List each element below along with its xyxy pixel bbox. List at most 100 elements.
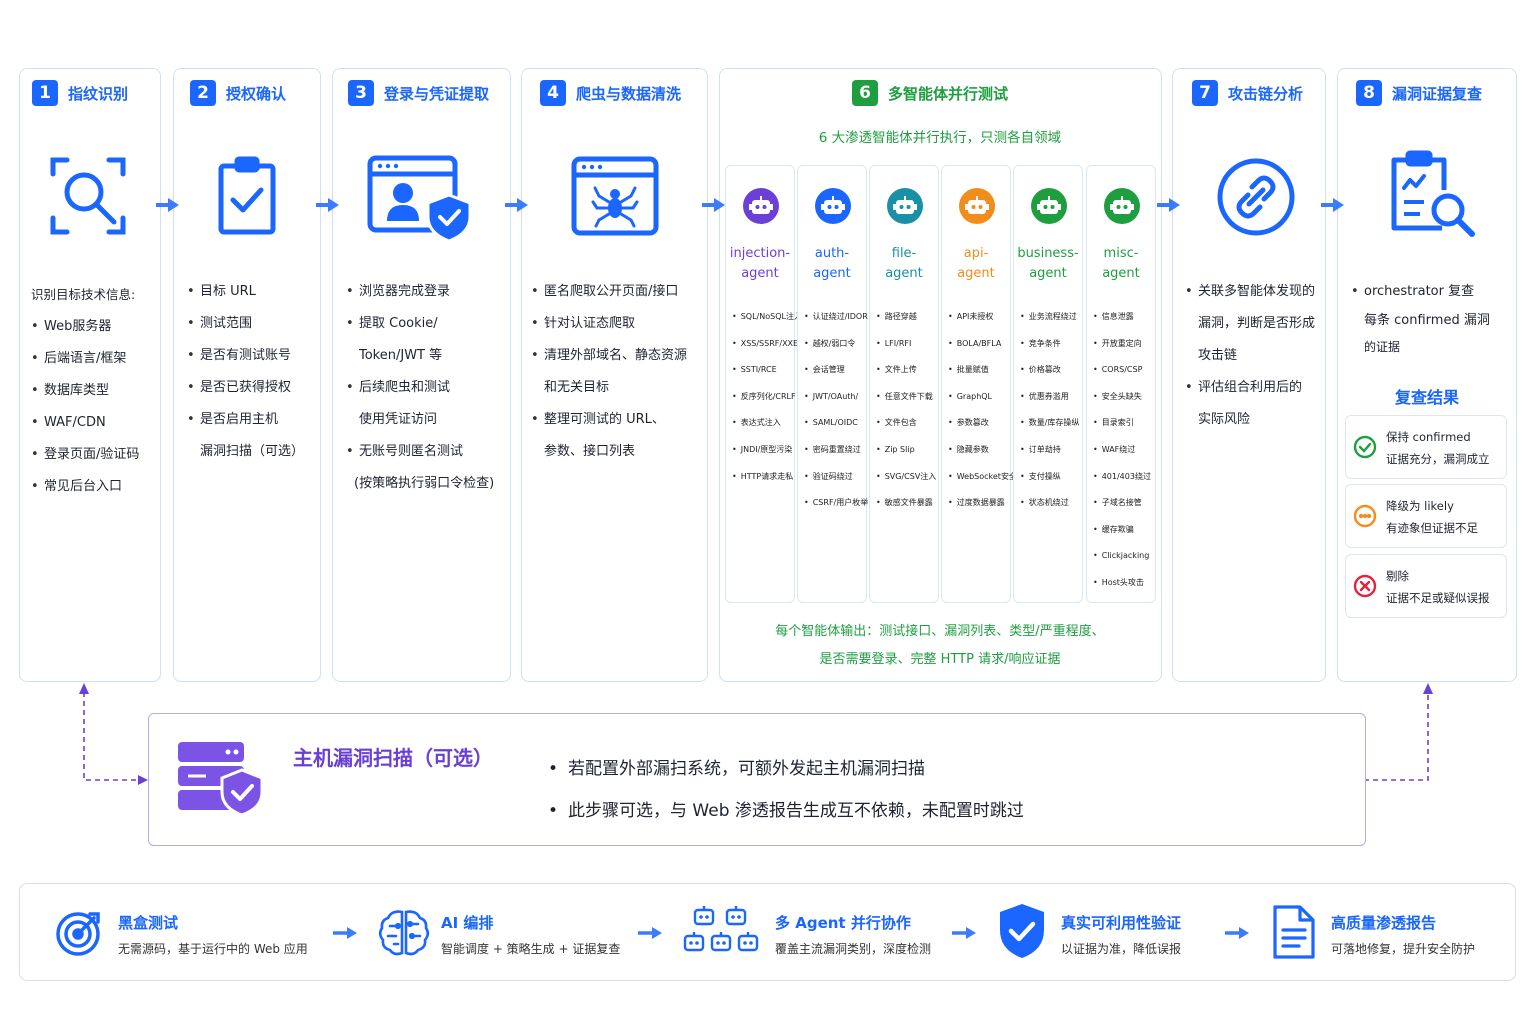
agent-name-line: agent [1029,266,1067,281]
step-number: 3 [348,80,374,106]
check-circle-icon [1353,435,1377,459]
list-item: 竞争条件 [1020,331,1079,358]
feature-desc: 可落地修复，提升安全防护 [1331,942,1476,956]
scan-search-icon [48,154,128,238]
list-item: WebSocket安全 [948,464,1017,491]
flow-arrow-icon [952,927,976,939]
list-item: API未授权 [948,304,1017,331]
step-title: 攻击链分析 [1228,84,1304,103]
flow-arrow-icon [156,198,179,212]
list-item: 提取 Cookie/ [346,308,494,340]
list-item: 批量赋值 [948,357,1017,384]
list-item: 信息泄露 [1093,304,1151,331]
agent-items: 认证绕过/IDOR 越权/弱口令 会话管理 JWT/OAuth/ SAML/OI… [804,304,869,517]
evidence-review-icon [1388,148,1478,240]
feature-title: 黑盒测试 [118,914,179,932]
robot-icon [959,188,995,224]
agent-name-line: auth- [814,246,850,261]
list-item: 子域名接管 [1093,490,1151,517]
result-label: 保持 confirmed [1386,430,1471,444]
ai-brain-icon [378,910,430,956]
document-icon [1273,905,1315,959]
list-item: 订单劫持 [1020,437,1079,464]
list-item: 针对认证态爬取 [531,308,687,340]
list-item: 清理外部域名、静态资源 [531,340,687,372]
step-title: 爬虫与数据清洗 [576,84,682,103]
list-item: 无账号则匿名测试 [346,436,494,468]
step-1-intro: 识别目标技术信息: [31,287,136,302]
list-item: 评估组合利用后的 [1185,372,1315,404]
agent-name: misc- agent [1087,244,1155,284]
list-item: 反序列化/CRLF [732,384,802,411]
list-item: 会话管理 [804,357,868,384]
list-item: 业务流程绕过 [1020,304,1079,331]
list-item: 支付操纵 [1020,464,1079,491]
step-number: 8 [1356,80,1382,106]
clipboard-check-icon [216,154,278,238]
step-title: 多智能体并行测试 [888,84,1009,103]
flow-arrow-icon [1157,198,1180,212]
list-item: JWT/OAuth/ [804,384,868,411]
link-chain-icon [1216,157,1296,237]
list-item: 表达式注入 [732,410,802,437]
list-item: 漏洞，判断是否形成 [1198,316,1316,331]
list-item: 过度数据暴露 [948,490,1017,517]
list-item: LFI/RFI [876,331,936,358]
step-header-4: 4 爬虫与数据清洗 [540,80,681,106]
agent-items: 路径穿越 LFI/RFI 文件上传 任意文件下载 文件包含 Zip Slip S… [876,304,937,517]
agent-name-line: agent [885,266,923,281]
agent-name: api- agent [942,244,1010,284]
list-item: 文件包含 [876,410,936,437]
result-removed: 剔除 证据不足或疑似误报 [1345,554,1507,618]
list-item: 常见后台入口 [31,471,139,503]
result-label: 剔除 [1386,569,1409,583]
agent-name-line: agent [957,266,995,281]
list-item: 目录索引 [1093,410,1151,437]
agents-output-line-2: 是否需要登录、完整 HTTP 请求/响应证据 [819,652,1061,667]
list-item: 后续爬虫和测试 [346,372,494,404]
list-item: 此步骤可选，与 Web 渗透报告生成互不依赖，未配置时跳过 [548,790,1024,832]
feature-title: 真实可利用性验证 [1061,914,1182,932]
agent-name: file- agent [870,244,938,284]
host-scan-list: 若配置外部漏扫系统，可额外发起主机漏洞扫描 此步骤可选，与 Web 渗透报告生成… [548,748,1024,832]
list-item: 参数、接口列表 [544,444,636,459]
list-item: XSS/SSRF/XXE [732,331,802,358]
step-1-list: Web服务器 后端语言/框架 数据库类型 WAF/CDN 登录页面/验证码 常见… [31,311,139,503]
list-item: 测试范围 [187,308,304,340]
list-item: SAML/OIDC [804,410,868,437]
list-item: WAF/CDN [31,407,139,439]
step-number: 6 [852,80,878,106]
list-item: 认证绕过/IDOR [804,304,868,331]
list-item: 目标 URL [187,276,304,308]
step-title: 登录与凭证提取 [384,84,490,103]
agents-subtitle: 6 大渗透智能体并行执行，只测各自领域 [818,130,1062,146]
agent-card-auth: auth- agent 认证绕过/IDOR 越权/弱口令 会话管理 JWT/OA… [797,165,869,603]
feature-title: 多 Agent 并行协作 [775,914,911,932]
robot-icon [1104,188,1140,224]
step-header-2: 2 授权确认 [190,80,286,106]
review-results-title: 复查结果 [1394,388,1459,407]
agent-name: auth- agent [798,244,866,284]
robot-icon [815,188,851,224]
agent-name: injection- agent [726,244,794,284]
list-item: 价格篡改 [1020,357,1079,384]
flow-arrow-icon [333,927,357,939]
list-item: BOLA/BFLA [948,331,1017,358]
list-item: 路径穿越 [876,304,936,331]
flow-arrow-icon [1225,927,1249,939]
feature-title: AI 编排 [441,914,494,932]
feature-desc: 无需源码，基于运行中的 Web 应用 [118,942,308,956]
agent-items: SQL/NoSQL注入 XSS/SSRF/XXE SSTI/RCE 反序列化/C… [732,304,802,490]
agent-name-line: injection- [729,246,791,261]
step-8-list: orchestrator 复查 每条 confirmed 漏洞 的证据 [1351,276,1490,360]
result-label: 降级为 likely [1386,499,1454,513]
step-number: 4 [540,80,566,106]
agent-items: 信息泄露 开放重定向 CORS/CSP 安全头缺失 目录索引 WAF绕过 401… [1093,304,1151,597]
list-item: 实际风险 [1198,412,1251,427]
list-item: HTTP请求走私 [732,464,802,491]
list-item: WAF绕过 [1093,437,1151,464]
feature-title: 高质量渗透报告 [1331,914,1437,932]
robot-icon [1031,188,1067,224]
list-item: 后端语言/框架 [31,343,139,375]
list-item: 状态机绕过 [1020,490,1079,517]
